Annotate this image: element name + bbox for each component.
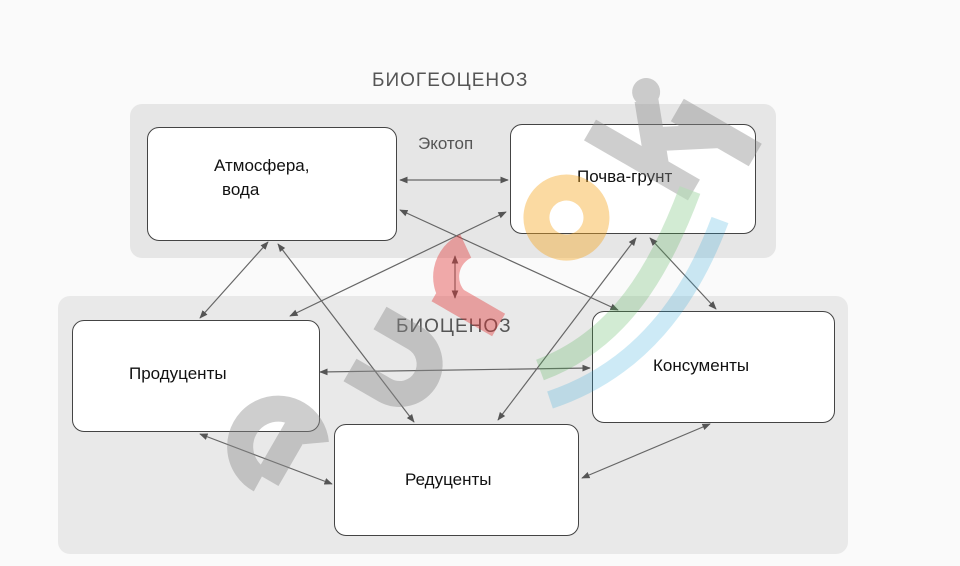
arrow-consumers-reducers [581,423,711,479]
atmosphere-water-node: Атмосфера, вода [147,127,397,241]
arrow-soil-consumers [649,237,717,310]
reducers-label: Редуценты [405,470,492,489]
soil-node: Почва-грунт [510,124,756,234]
soil-label: Почва-грунт [577,167,673,186]
producers-node: Продуценты [72,320,320,432]
atmosphere-label-line2: вода [222,180,260,199]
biogeocenoz-title: БИОГЕОЦЕНОЗ [372,70,529,91]
arrow-producers-reducers [199,433,333,485]
producers-label: Продуценты [129,364,227,383]
reducers-node: Редуценты [334,424,579,536]
arrow-atmosphere-producers [199,241,269,319]
arrow-soil-reducers [497,237,637,421]
biocenoz-title: БИОЦЕНОЗ [396,316,512,337]
atmosphere-label-line1: Атмосфера, [214,156,310,175]
consumers-label: Консументы [653,356,750,375]
ekotop-title: Экотоп [418,134,474,153]
arrow-producers-consumers [319,364,591,376]
consumers-node: Консументы [592,311,835,423]
arrow-soil-producers [289,211,507,317]
